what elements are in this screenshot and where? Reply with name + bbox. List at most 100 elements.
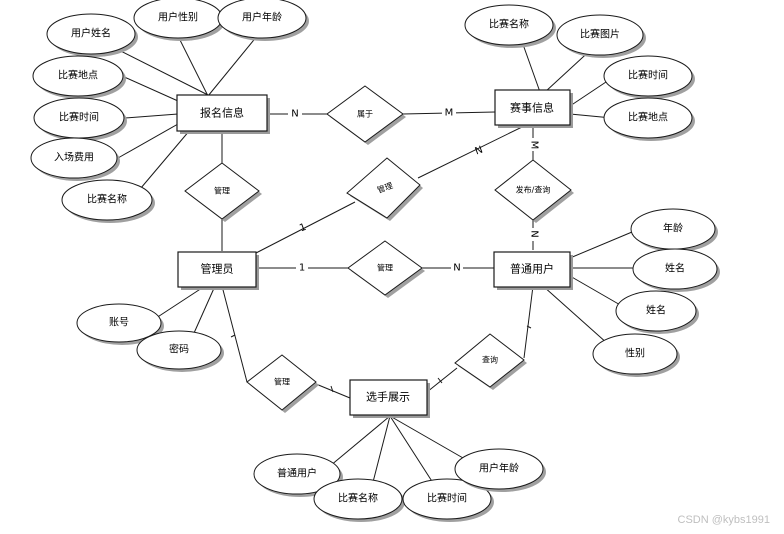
attr-ps-match-name[interactable]: 比赛名称 [313, 478, 405, 522]
attr-user-gender-label: 性别 [625, 347, 645, 360]
line-admin-manage-event [255, 201, 356, 254]
rel-belongs[interactable]: 属于 [326, 85, 406, 145]
card-reg-belongs: N [291, 109, 298, 120]
line-user-name2 [569, 275, 623, 307]
attr-user-name[interactable]: 姓名 [632, 248, 720, 292]
tick-admin-player [230, 334, 236, 338]
card-admin-manage-event: 1 [298, 222, 308, 235]
card-user-manage: N [453, 263, 460, 274]
line-ps-user [329, 415, 391, 467]
attr-ev-image-label: 比赛图片 [580, 28, 620, 41]
rel-manage-user[interactable]: 管理 [347, 240, 425, 298]
attr-reg-fee-label: 入场费用 [54, 151, 94, 164]
attr-reg-fee[interactable]: 入场费用 [30, 137, 120, 181]
attr-admin-password[interactable]: 密码 [136, 330, 224, 372]
attr-reg-location-label: 比赛地点 [58, 69, 98, 82]
rel-manage-player-label: 管理 [274, 377, 290, 387]
rel-query-player-label: 查询 [482, 355, 498, 365]
attr-reg-user-gender[interactable]: 用户性别 [133, 0, 225, 41]
attr-user-name-label: 姓名 [665, 262, 685, 275]
attr-user-name2[interactable]: 姓名 [615, 290, 699, 334]
rel-belongs-label: 属于 [357, 110, 373, 119]
line-ps-match-name [371, 415, 391, 487]
attributes: 用户姓名 用户性别 用户年龄 比赛地点 比赛时间 入场费用 [30, 0, 720, 522]
entity-event-label: 赛事信息 [510, 101, 554, 115]
entity-user-label: 普通用户 [510, 262, 554, 276]
attr-reg-time-label: 比赛时间 [59, 111, 99, 124]
attr-ev-time-label: 比赛时间 [628, 69, 668, 82]
line-admin-manage-player [221, 285, 248, 383]
attr-ev-match-name-label: 比赛名称 [489, 18, 529, 31]
entity-admin[interactable]: 管理员 [177, 251, 259, 290]
attr-reg-user-gender-label: 用户性别 [158, 11, 198, 24]
attr-ev-image[interactable]: 比赛图片 [556, 14, 646, 58]
rel-publish-query[interactable]: 发布/查询 [494, 159, 574, 223]
entity-admin-label: 管理员 [201, 262, 234, 276]
line-query-player [426, 367, 458, 393]
rel-manage-player[interactable]: 管理 [246, 354, 319, 413]
rel-manage-registration-label: 管理 [214, 186, 230, 196]
entity-user[interactable]: 普通用户 [493, 251, 573, 290]
entity-player-show[interactable]: 选手展示 [349, 379, 430, 418]
line-reg-match-name [134, 129, 191, 196]
entity-player-show-label: 选手展示 [366, 390, 410, 404]
line-user-age [569, 231, 633, 259]
attr-user-gender[interactable]: 性别 [592, 333, 680, 377]
line-ps-time [389, 415, 436, 487]
attr-user-age[interactable]: 年龄 [630, 208, 718, 252]
attr-ev-location[interactable]: 比赛地点 [603, 97, 695, 141]
card-admin-manage-user: 1 [299, 263, 305, 274]
attr-ev-time[interactable]: 比赛时间 [603, 55, 695, 99]
attr-user-age-label: 年龄 [663, 222, 683, 235]
attr-admin-account[interactable]: 账号 [76, 303, 164, 345]
card-user-publish: N [529, 230, 540, 237]
entity-registration[interactable]: 报名信息 [176, 94, 270, 134]
rel-publish-query-label: 发布/查询 [516, 185, 551, 195]
attr-reg-user-age[interactable]: 用户年龄 [217, 0, 309, 41]
line-reg-time [124, 113, 179, 119]
attr-admin-password-label: 密码 [169, 343, 189, 356]
relationships: 属于 管理 管理 发布/查询 管理 管理 [184, 85, 574, 413]
entity-registration-label: 报名信息 [200, 106, 244, 120]
card-event-manage: N [474, 145, 485, 158]
line-reg-user-gender [177, 35, 209, 97]
tick-query-player [437, 377, 443, 384]
attr-reg-user-name[interactable]: 用户姓名 [46, 13, 138, 57]
line-ev-time [569, 77, 613, 107]
tick-manage-player [330, 385, 334, 393]
line-admin-account [149, 285, 206, 323]
attr-user-name2-label: 姓名 [646, 304, 666, 317]
attr-reg-match-name-label: 比赛名称 [87, 193, 127, 206]
line-reg-fee [117, 123, 179, 159]
attr-admin-account-label: 账号 [109, 317, 129, 329]
card-event-belongs: M [445, 108, 454, 119]
attr-ps-user-age-label: 用户年龄 [479, 462, 519, 475]
line-manage-event [417, 126, 523, 179]
line-reg-user-age [207, 29, 263, 97]
attr-ev-location-label: 比赛地点 [628, 111, 668, 124]
attr-ev-match-name[interactable]: 比赛名称 [464, 4, 556, 48]
rel-manage-event[interactable]: 管理 [346, 157, 423, 221]
attr-ps-time-label: 比赛时间 [427, 492, 467, 505]
entities: 报名信息 赛事信息 管理员 普通用户 选手展示 [176, 89, 573, 418]
watermark-text: CSDN @kybs1991 [678, 514, 770, 526]
attr-ps-match-name-label: 比赛名称 [338, 492, 378, 505]
rel-query-player[interactable]: 查询 [454, 333, 527, 390]
attr-ps-time[interactable]: 比赛时间 [402, 478, 494, 522]
rel-manage-registration[interactable]: 管理 [184, 162, 262, 222]
line-ps-user-age [389, 415, 471, 463]
entity-event[interactable]: 赛事信息 [494, 89, 573, 128]
rel-manage-user-label: 管理 [377, 263, 393, 273]
attr-ps-user-age[interactable]: 用户年龄 [454, 448, 546, 492]
line-user-gender [542, 285, 609, 345]
line-user-query [523, 285, 534, 359]
attr-reg-location[interactable]: 比赛地点 [32, 55, 126, 99]
cardinality-labels: N M N 1 M N 1 N [288, 106, 540, 275]
attr-reg-match-name[interactable]: 比赛名称 [61, 179, 155, 223]
attr-reg-time[interactable]: 比赛时间 [33, 97, 127, 141]
line-reg-location [121, 75, 179, 102]
attr-ps-user[interactable]: 普通用户 [253, 453, 343, 497]
attr-ps-user-label: 普通用户 [277, 467, 317, 480]
card-event-publish: M [529, 141, 540, 150]
